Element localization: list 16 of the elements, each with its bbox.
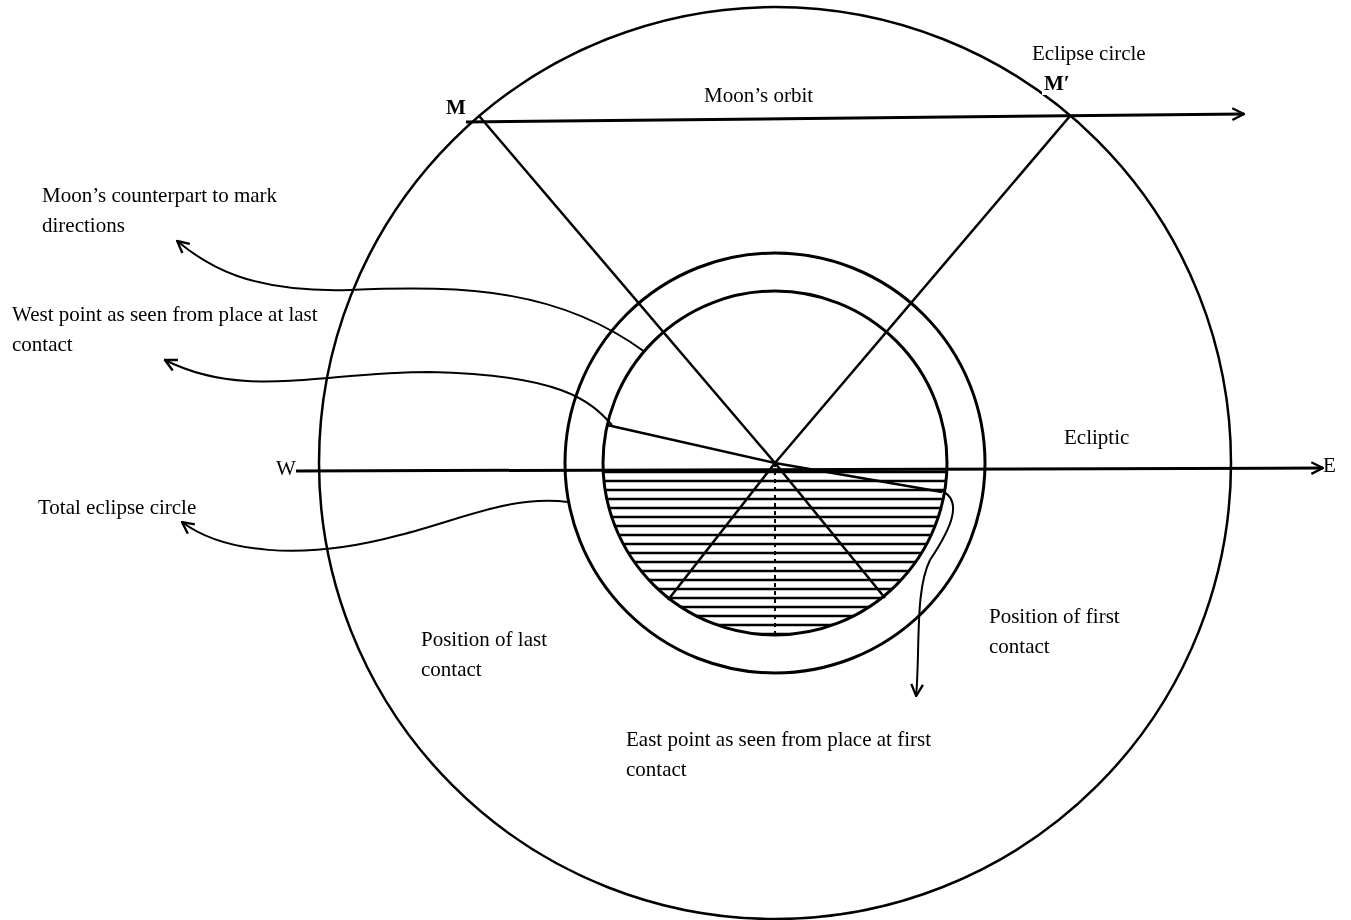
leader-line: [909, 489, 954, 698]
label-text: Position of last contact: [421, 626, 548, 684]
callout-text: Total eclipse circle: [38, 494, 198, 521]
leader-line: [163, 358, 613, 426]
point-label: W: [276, 455, 296, 482]
point-label: M: [446, 94, 466, 121]
callout-text: West point as seen from place at last contact: [12, 301, 319, 359]
arrow: [296, 461, 1325, 476]
arrow: [466, 107, 1246, 124]
leader-line: [180, 499, 569, 552]
leader-line: [176, 239, 646, 353]
point-label: E: [1323, 452, 1336, 479]
callout-text: Moon’s counterpart to mark directions: [42, 182, 279, 240]
callout-text: East point as seen from place at first contact: [626, 726, 932, 784]
label-text: Eclipse circle: [1032, 40, 1146, 67]
label-text: Position of first contact: [989, 603, 1121, 661]
